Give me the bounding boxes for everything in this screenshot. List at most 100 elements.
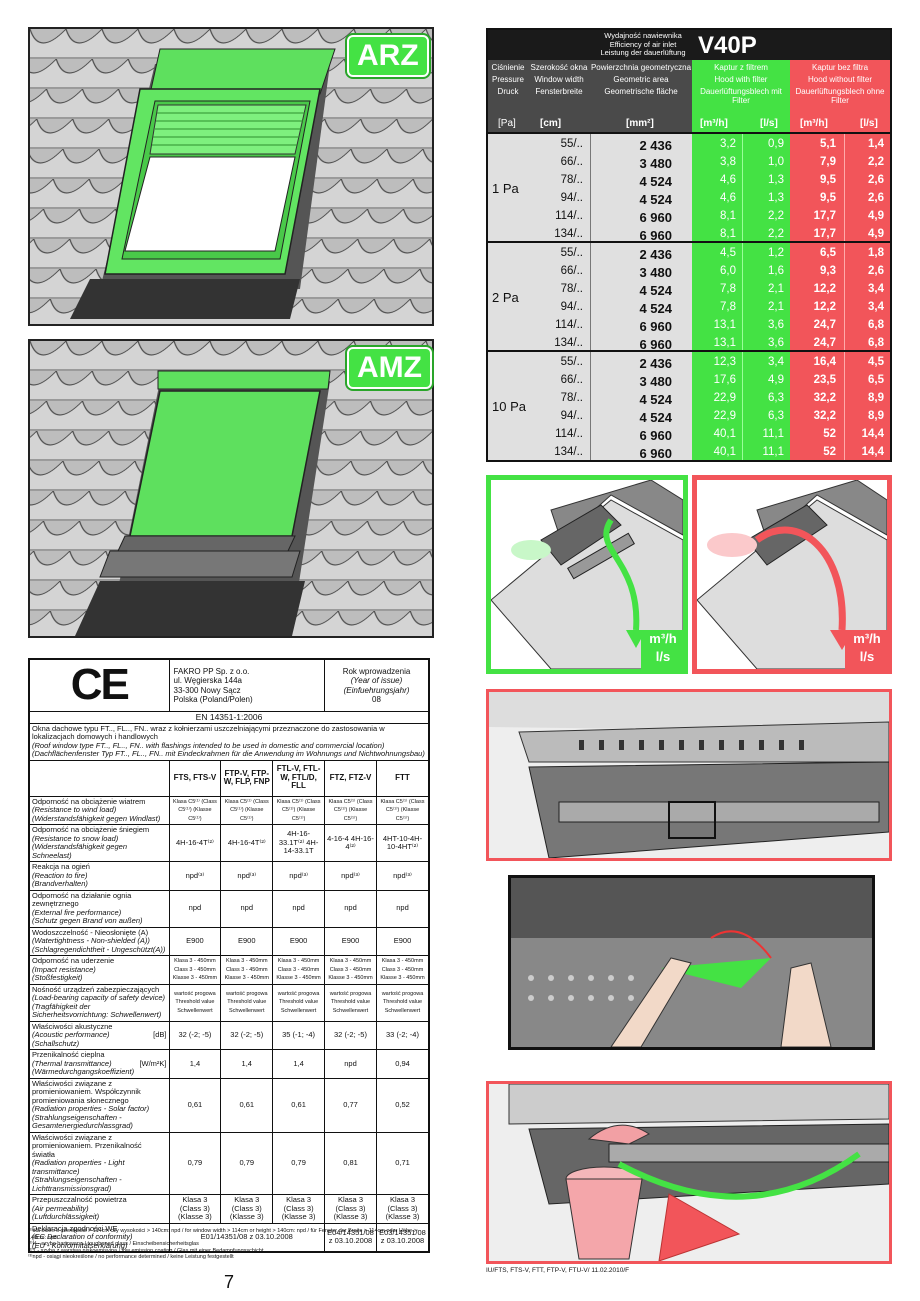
table-cell: 14,4	[861, 446, 884, 458]
spec-value: 0,77	[324, 1077, 377, 1133]
spec-row-label: Nośność urządzeń zabezpieczających(Load-…	[29, 983, 170, 1022]
spec-row-label: Właściwości akustyczne[dB](Acoustic perf…	[29, 1020, 170, 1050]
spec-value: npd	[375, 889, 430, 928]
spec-label-line: (Radiation properties - Solar factor)	[32, 1104, 150, 1113]
table-cell: 3 480	[639, 265, 672, 280]
unit-pa: [Pa]	[498, 118, 516, 129]
spec-label-line: (Luftdurchlässigkeit)	[32, 1212, 100, 1221]
finger-detail-drawing	[511, 878, 872, 1047]
nofilter-flow-label: m³/h l/s	[845, 630, 889, 670]
declaration-de: (EU - Konformitätserklärung)	[32, 1240, 128, 1250]
spec-value: wartość progowa Threshold value Schwelle…	[220, 983, 274, 1022]
table-cell: 78/..	[560, 283, 583, 295]
spec-value: Klasa C5⁽¹⁾ (Class C5⁽¹⁾) (Klasse C5⁽¹⁾)	[375, 795, 430, 825]
declaration-en: (EC Declaration of conformity)	[32, 1232, 133, 1241]
table-cell: 6,8	[868, 319, 884, 331]
body-red	[790, 132, 890, 460]
table-cell: 3,4	[868, 301, 884, 313]
spec-label-line: (Wärmedurchgangskoeffizient)	[32, 1067, 135, 1076]
declaration-row: Deklaracja zgodności WE (EC Declaration …	[29, 1222, 430, 1252]
spec-value: Klasa 3 - 450mm Class 3 - 450mm Klasse 3…	[272, 955, 325, 985]
table-cell: 2 436	[639, 247, 672, 262]
spec-label-line: Odporność na obciążenie śniegiem	[32, 825, 150, 834]
table-cell: 3,4	[768, 356, 784, 368]
table-cell: 17,7	[813, 228, 836, 240]
unit-mm2: [mm²]	[626, 118, 654, 129]
declaration-label: Deklaracja zgodności WE (EC Declaration …	[29, 1222, 170, 1252]
spec-label-line: (Acoustic performance)	[32, 1030, 110, 1039]
table-cell: 134/..	[554, 337, 583, 349]
spec-label-line: Przepuszczalność powietrza	[32, 1195, 127, 1204]
table-cell: 12,2	[813, 283, 836, 295]
spec-value: 0,79	[168, 1131, 222, 1195]
col-filter-pl: Kaptur z filtrem	[714, 63, 768, 72]
year-of-issue: Rok wprowadzenia (Year of issue) (Einfue…	[324, 659, 429, 712]
table-cell: 4,9	[868, 210, 884, 222]
flow-unit-ls: l/s	[655, 649, 671, 664]
bin-illustration	[486, 1081, 892, 1264]
spec-value: 0,81	[324, 1131, 377, 1195]
col-divider-2	[742, 132, 743, 460]
col-divider-1	[590, 132, 591, 460]
unit-cm: [cm]	[540, 118, 562, 129]
table-cell: 4,6	[720, 192, 736, 204]
spec-row: Nośność urządzeń zabezpieczających(Load-…	[29, 983, 430, 1022]
table-cell: 114/..	[555, 428, 583, 440]
spec-row: Wodoszczelność - Nieosłonięte (A)(Watert…	[29, 926, 430, 956]
document-code: IU/FTS, FTS-V, FTT, FTP-V, FTU-V/ 11.02.…	[486, 1267, 630, 1274]
table-cell: 3,6	[768, 337, 784, 349]
table-cell: 4,5	[720, 247, 736, 259]
manufacturer-info: FAKRO PP Sp. z o.o. ul. Węgierska 144a 3…	[168, 659, 326, 712]
table-cell: 6,5	[868, 374, 884, 386]
spec-value: 32 (-2; -5)	[220, 1020, 274, 1050]
spec-row-label: Odporność na obciążenie wiatrem(Resistan…	[29, 795, 170, 825]
spec-value: E900	[168, 926, 222, 956]
spec-label-line: (Air permeability)	[32, 1203, 89, 1213]
spec-value: Klasa 3 (Class 3) (Klasse 3)	[324, 1194, 377, 1224]
year-label-pl: Rok wprowadzenia	[342, 666, 411, 676]
table-cell: 13,1	[713, 337, 736, 349]
arz-roof-drawing	[30, 29, 432, 324]
col-ftt: FTT	[375, 759, 430, 797]
table-cell: 16,4	[813, 356, 836, 368]
spec-row: Odporność na uderzenie(Impact resistance…	[29, 955, 430, 985]
v40p-header-title: Wydajność nawiewnika Efficiency of air i…	[588, 31, 698, 58]
spec-value: 1,4	[220, 1049, 274, 1079]
table-cell: 6 960	[639, 428, 672, 443]
spec-label-line: Właściwości związane z promieniowaniem. …	[32, 1132, 142, 1159]
table-cell: 2,2	[868, 156, 884, 168]
amz-roof-drawing	[30, 341, 432, 636]
table-cell: 2,2	[768, 210, 784, 222]
col-width-pl: Szerokość okna	[530, 63, 588, 72]
vent-detail-illustration	[486, 689, 892, 861]
year-label-en: (Year of issue)	[350, 676, 403, 685]
spec-value: 35 (-1; -4)	[272, 1020, 325, 1050]
spec-value: Klasa 3 - 450mm Class 3 - 450mm Klasse 3…	[168, 955, 222, 985]
table-cell: 13,1	[713, 319, 736, 331]
table-cell: 40,1	[713, 446, 736, 458]
spec-value: npd	[324, 889, 377, 928]
col-pressure-pl: Ciśnienie	[491, 63, 525, 72]
table-cell: 78/..	[560, 174, 583, 186]
spec-value: 1,4	[272, 1049, 325, 1079]
table-cell: 8,1	[720, 210, 736, 222]
col-area-pl: Powierzchnia geometryczna	[590, 63, 692, 72]
table-cell: 1,8	[868, 247, 884, 259]
table-cell: 6 960	[639, 337, 672, 352]
table-cell: 2,1	[768, 301, 784, 313]
corner-cell	[29, 759, 170, 797]
spec-row-label: Przenikalność cieplna[W/m²K](Thermal tra…	[29, 1049, 170, 1079]
spec-label-line: (Watertightness - Non-shielded (A))	[32, 936, 150, 945]
spec-label-line: Odporność na działanie ognia zewnętrzneg…	[32, 890, 132, 908]
spec-value: npd⁽³⁾	[375, 861, 430, 891]
vent-detail-drawing	[489, 692, 889, 858]
table-cell: 4 524	[639, 192, 672, 207]
spec-row: Odporność na obciążenie wiatrem(Resistan…	[29, 795, 430, 825]
page-number: 7	[224, 1272, 235, 1292]
table-cell: 6 960	[639, 319, 672, 334]
body-green	[692, 132, 790, 460]
table-cell: 3,2	[720, 138, 736, 150]
pressure-label: 10 Pa	[492, 398, 526, 414]
spec-label-line: (Schallschutz)	[32, 1038, 80, 1048]
